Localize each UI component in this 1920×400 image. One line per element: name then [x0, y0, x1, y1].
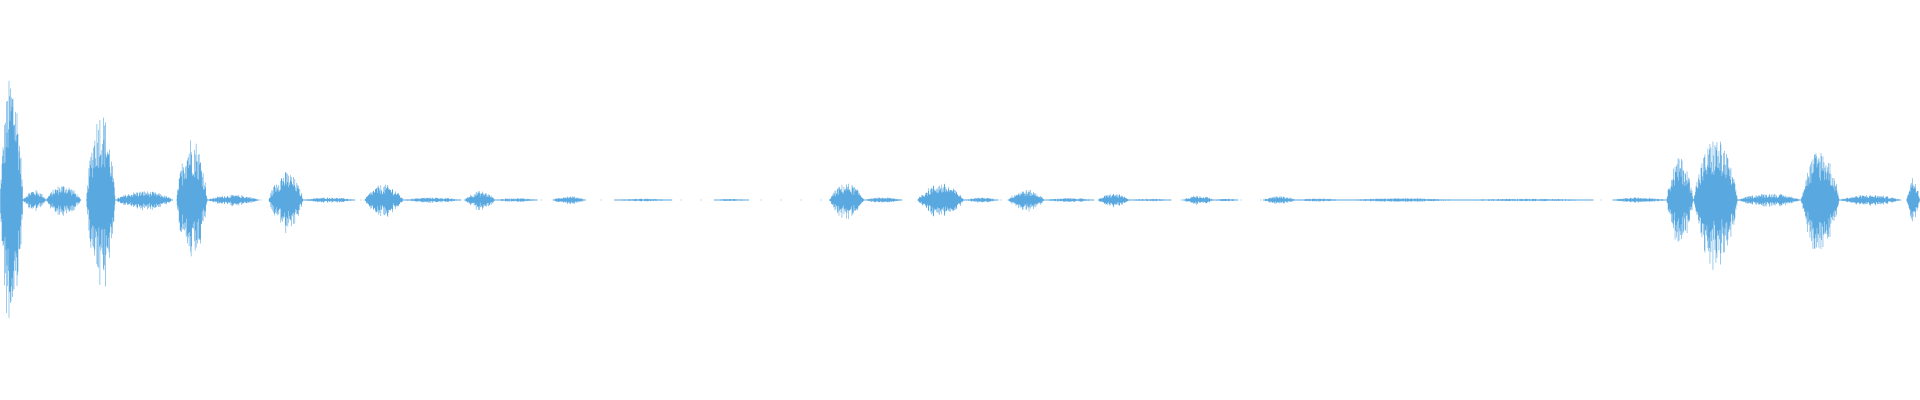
waveform-segment-11	[464, 191, 496, 210]
waveform-segment-29	[1458, 198, 1594, 202]
waveform-segment-0	[0, 80, 24, 318]
waveform-segment-19	[963, 197, 999, 203]
waveform-segment-25	[1213, 198, 1239, 202]
waveform-segment-8	[303, 197, 356, 203]
waveform-segment-22	[1097, 193, 1130, 208]
waveform-trace	[0, 80, 1920, 318]
waveform-segment-36	[1906, 178, 1920, 222]
waveform-segment-33	[1737, 194, 1801, 207]
waveform-segment-20	[1007, 189, 1045, 212]
waveform-segment-31	[1666, 158, 1694, 242]
waveform-segment-1	[22, 189, 47, 211]
waveform-segment-10	[402, 197, 461, 203]
waveform-segment-18	[917, 183, 965, 217]
waveform-segment-15	[713, 198, 750, 202]
waveform-segment-9	[364, 184, 404, 217]
waveform-segment-17	[863, 197, 903, 203]
waveform-segment-32	[1693, 141, 1738, 270]
waveform-segment-5	[176, 140, 208, 257]
waveform-segment-34	[1800, 153, 1840, 249]
waveform-segment-26	[1263, 196, 1297, 204]
waveform-segment-4	[114, 191, 173, 211]
waveform-segment-3	[86, 117, 116, 287]
waveform-segment-7	[268, 171, 304, 233]
waveform-segment-12	[495, 198, 538, 203]
waveform-segment-14	[614, 198, 673, 202]
waveform-segment-6	[207, 194, 260, 207]
waveform-segment-24	[1182, 195, 1214, 205]
waveform-segment-35	[1839, 195, 1901, 206]
waveform-segment-23	[1128, 198, 1172, 202]
waveform-segment-16	[829, 183, 865, 219]
waveform-segment-21	[1044, 198, 1095, 203]
waveform-segment-2	[45, 186, 81, 216]
